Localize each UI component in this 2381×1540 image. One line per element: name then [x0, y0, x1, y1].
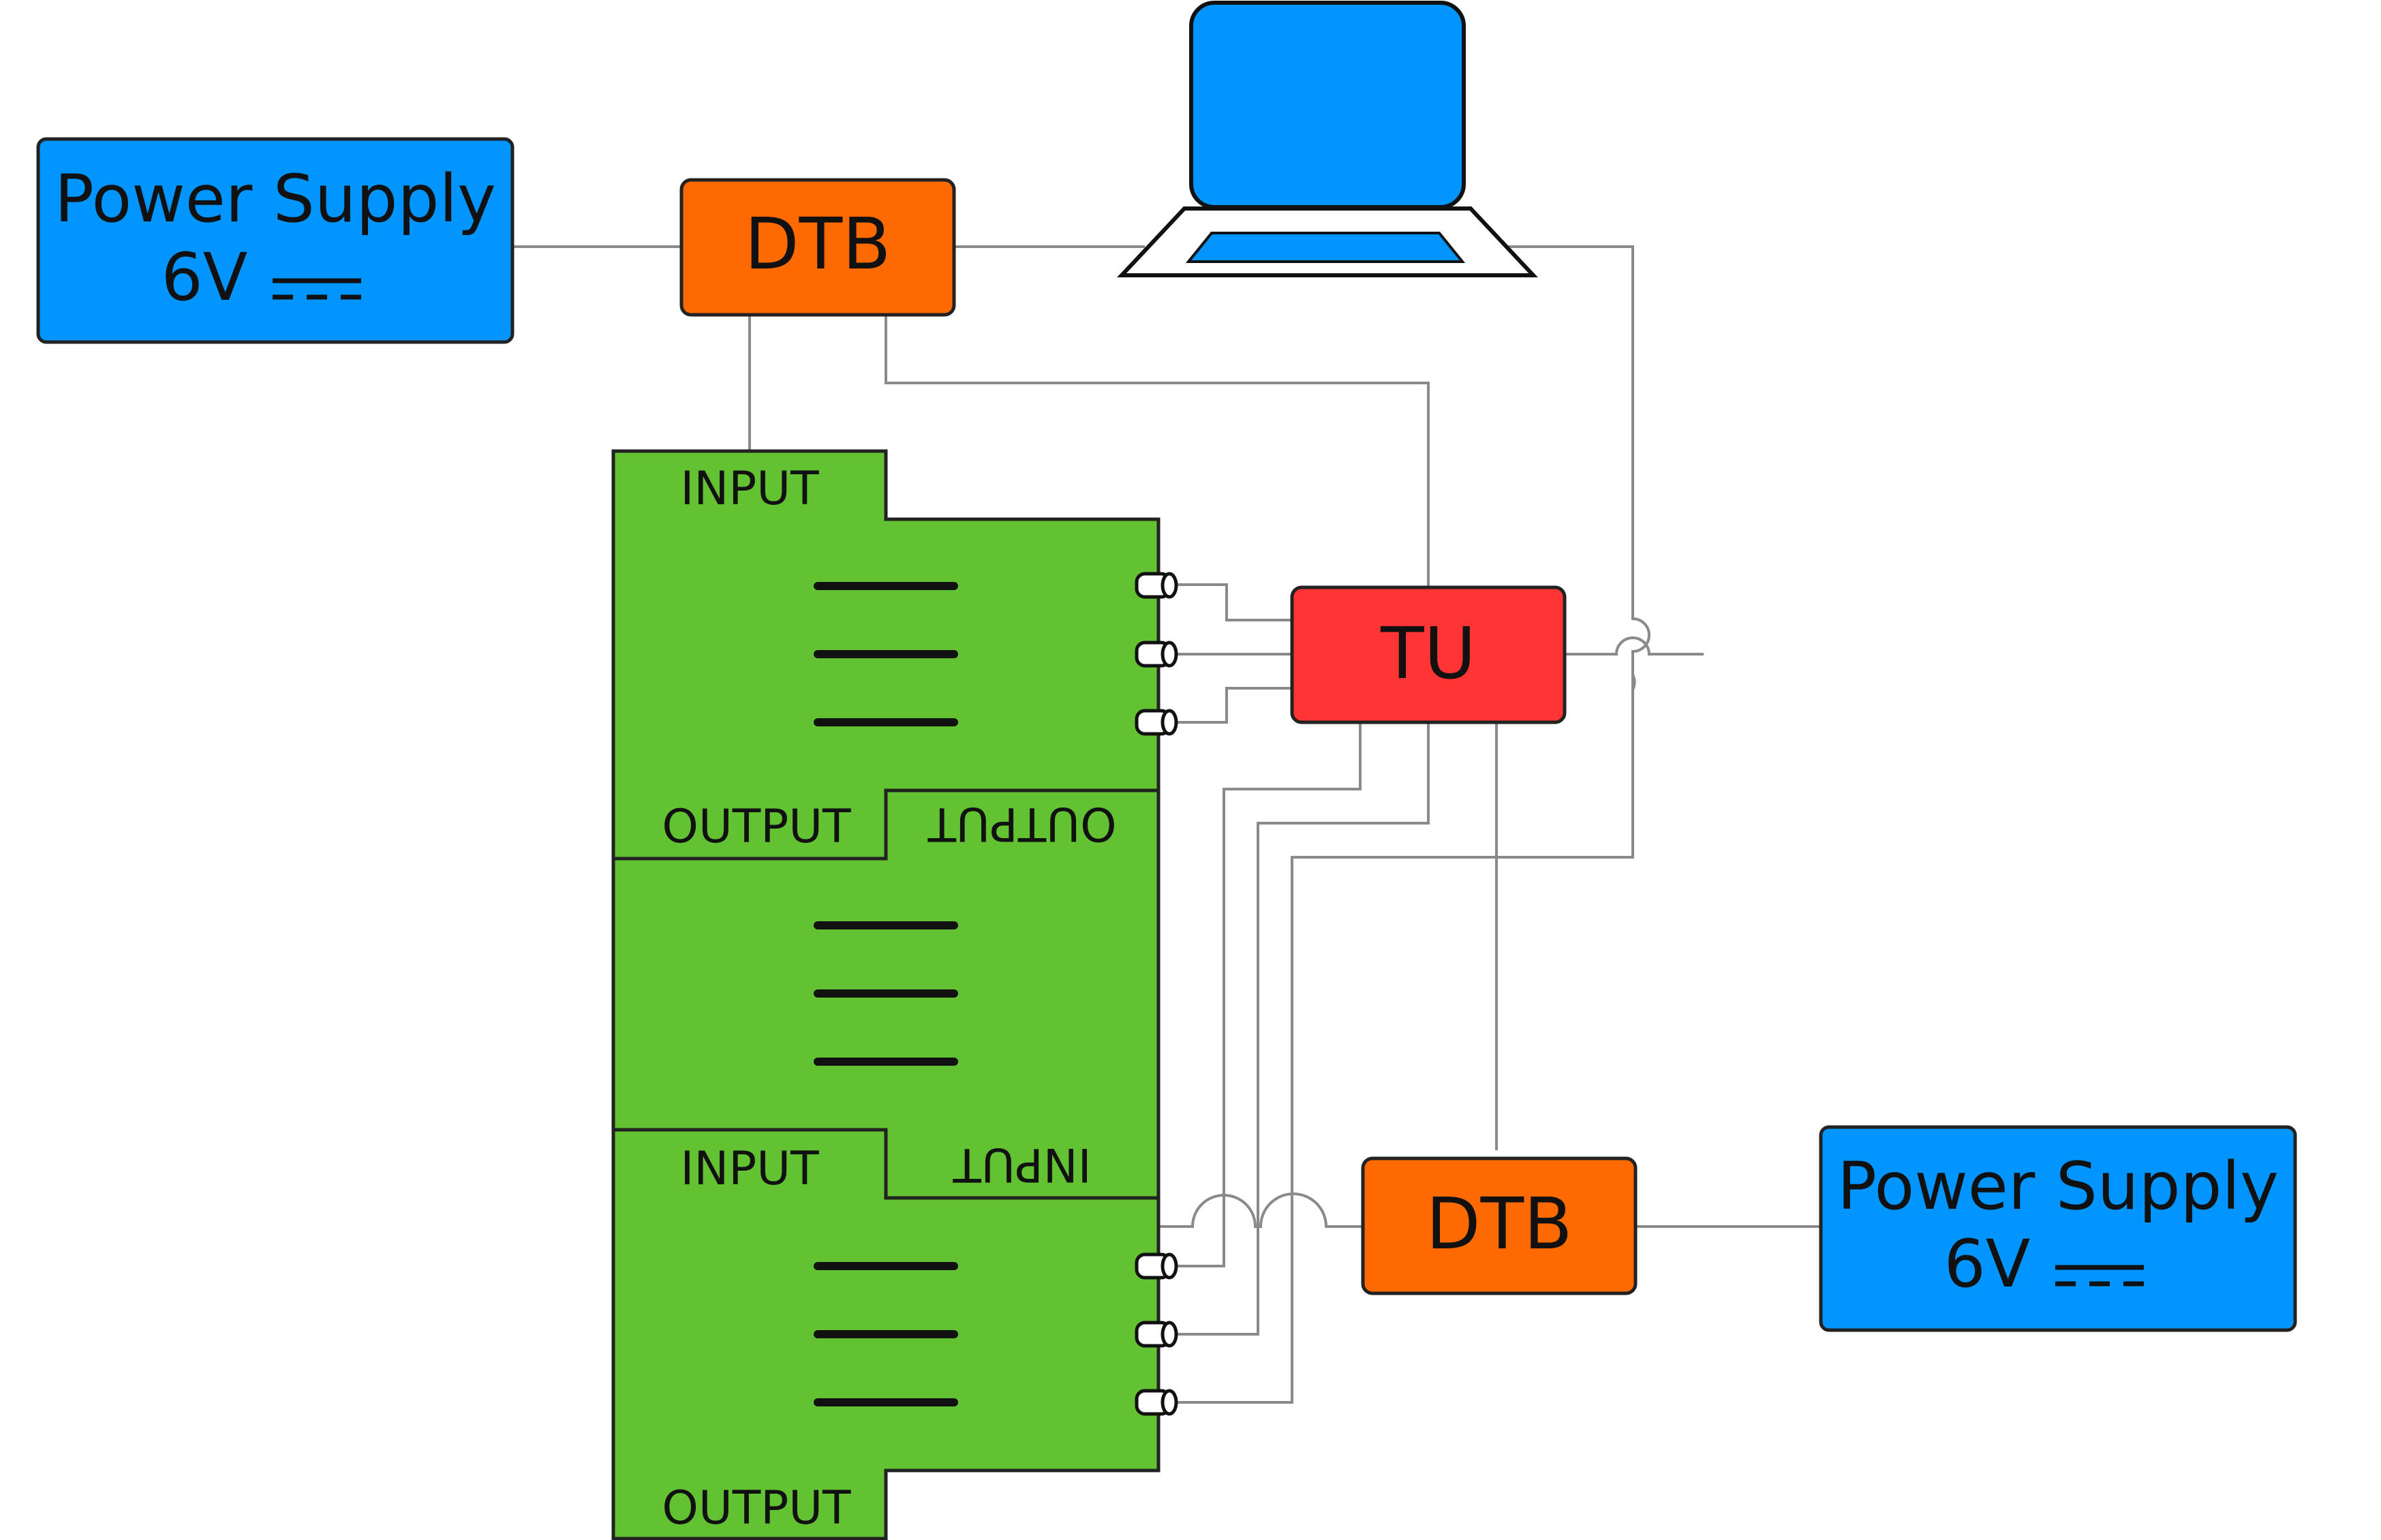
connectors [1135, 572, 1178, 1416]
power-supply-left-label: Power Supply [55, 161, 496, 237]
wire-laptop-bus [1495, 245, 1650, 1150]
connector-icon [1135, 709, 1178, 736]
laptop-icon [1117, 1, 1538, 277]
power-supply-right-label: Power Supply [1837, 1148, 2279, 1225]
dc-symbol-icon [2055, 1265, 2144, 1287]
wire-tu-conn4 [1171, 722, 1362, 1267]
wire-tu-conn5 [1171, 722, 1430, 1336]
board-top-input-label: INPUT [680, 462, 819, 516]
power-supply-left-voltage: 6V [162, 239, 248, 315]
power-supply-right: Power Supply 6V [1819, 1125, 2297, 1332]
connector-icon [1135, 572, 1178, 599]
board-top-bars [814, 582, 958, 726]
dtb-top-label: DTB [745, 202, 891, 286]
wire-conn1-tu [1171, 583, 1292, 621]
board-bottom-input-label: INPUT [680, 1142, 819, 1196]
dtb-bottom-label: DTB [1426, 1182, 1573, 1265]
dtb-top: DTB [679, 178, 956, 317]
board: INPUT OUTPUT OUTPUT INPUT INPUT OUTPUT [611, 449, 1178, 1540]
connector-icon [1135, 1389, 1178, 1416]
connector-icon [1135, 641, 1178, 668]
board-mid-output-flipped-label: OUTPUT [927, 797, 1117, 850]
wire-tu-right [1565, 636, 1704, 656]
board-bottom-input-flipped-label: INPUT [953, 1137, 1092, 1191]
connector-icon [1135, 1252, 1178, 1280]
wire-tu-conn6 [1171, 722, 1498, 1404]
wire-board-dtb-bottom [1021, 1192, 1363, 1228]
tu-label: TU [1380, 612, 1476, 695]
board-bottom-output-label: OUTPUT [662, 1481, 851, 1535]
board-bottom-bars [814, 1262, 958, 1406]
dc-symbol-icon [273, 278, 361, 300]
dtb-bottom: DTB [1361, 1156, 1638, 1295]
tu: TU [1290, 585, 1567, 724]
board-mid-bars [814, 921, 958, 1066]
power-supply-left: Power Supply 6V [36, 137, 514, 344]
power-supply-right-voltage: 6V [1944, 1226, 2031, 1302]
wire-dtb-top-tu [885, 315, 1430, 587]
board-top-output-label: OUTPUT [662, 800, 851, 854]
wire-conn3-tu [1171, 687, 1292, 724]
connector-icon [1135, 1321, 1178, 1348]
